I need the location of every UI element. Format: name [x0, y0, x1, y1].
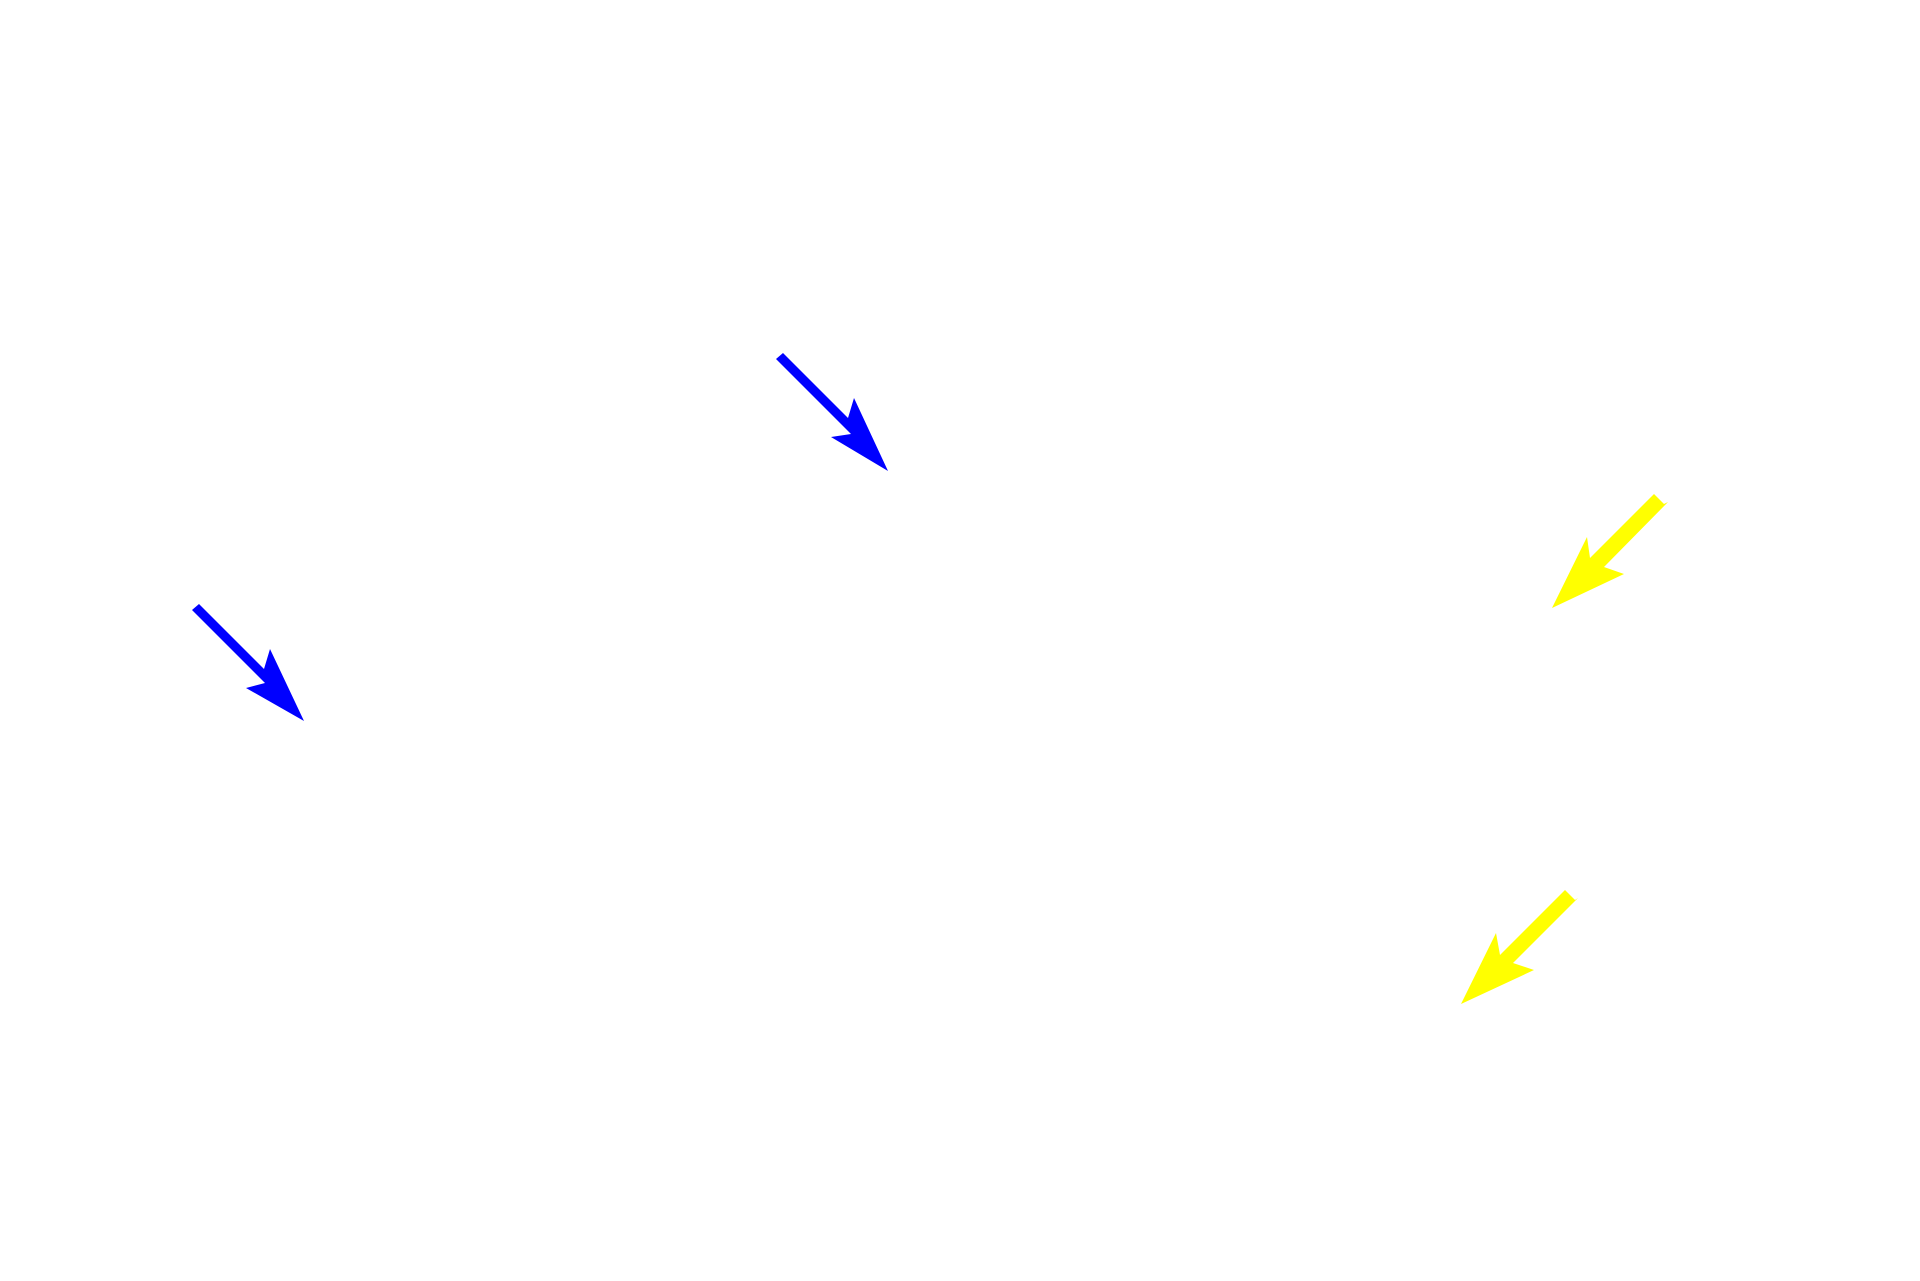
yellow-arrow-right-lower-icon	[1461, 890, 1578, 1004]
blue-arrow-left-icon	[192, 604, 304, 721]
yellow-arrow-right-upper-icon	[1552, 494, 1668, 608]
blue-arrow-top-center-icon	[776, 353, 888, 471]
